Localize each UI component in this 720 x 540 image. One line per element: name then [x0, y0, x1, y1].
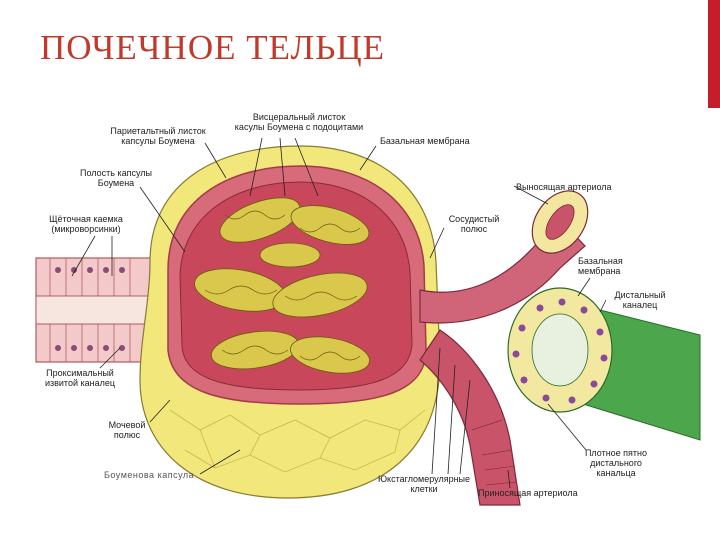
label-juxtaglomerular-cells: Юкстагломерулярные клетки — [377, 474, 471, 494]
label-brush-border: Щёточная каемка (микроворсинки) — [49, 214, 123, 234]
label-visceral-layer: Висцеральный листок касулы Боумена с под… — [234, 112, 364, 132]
glomerulus — [167, 165, 427, 405]
label-distal-tubule: Дистальный каналец — [614, 290, 666, 310]
label-efferent-arteriole: Выносящая артериола — [516, 182, 612, 192]
slide-title: ПОЧЕЧНОЕ ТЕЛЬЦЕ — [40, 28, 386, 67]
leader-lines — [71, 137, 607, 489]
label-capsule-cavity: Полость капсулы Боумена — [80, 168, 152, 188]
label-parietal-layer: Париетальтный листок капсулы Боумена — [110, 126, 206, 146]
label-macula-densa: Плотное пятно дистального канальца — [584, 448, 648, 478]
label-afferent-arteriole: Приносящая артериола — [478, 488, 578, 498]
afferent-arteriole — [419, 329, 521, 506]
accent-bar — [708, 0, 720, 108]
distal-tubule — [507, 287, 701, 441]
label-bowman-capsule: Боуменова капсула — [104, 470, 195, 480]
label-basal-membrane-top: Базальная мембрана — [380, 136, 470, 146]
proximal-tubule — [35, 257, 157, 363]
label-urinary-pole: Мочевой полюс — [108, 420, 146, 440]
label-proximal-tubule: Проксимальный извитой каналец — [44, 368, 116, 388]
label-basal-membrane-right: Базальная мембрана — [578, 256, 623, 276]
label-vascular-pole: Сосудистый полюс — [448, 214, 500, 234]
efferent-arteriole — [419, 190, 589, 324]
